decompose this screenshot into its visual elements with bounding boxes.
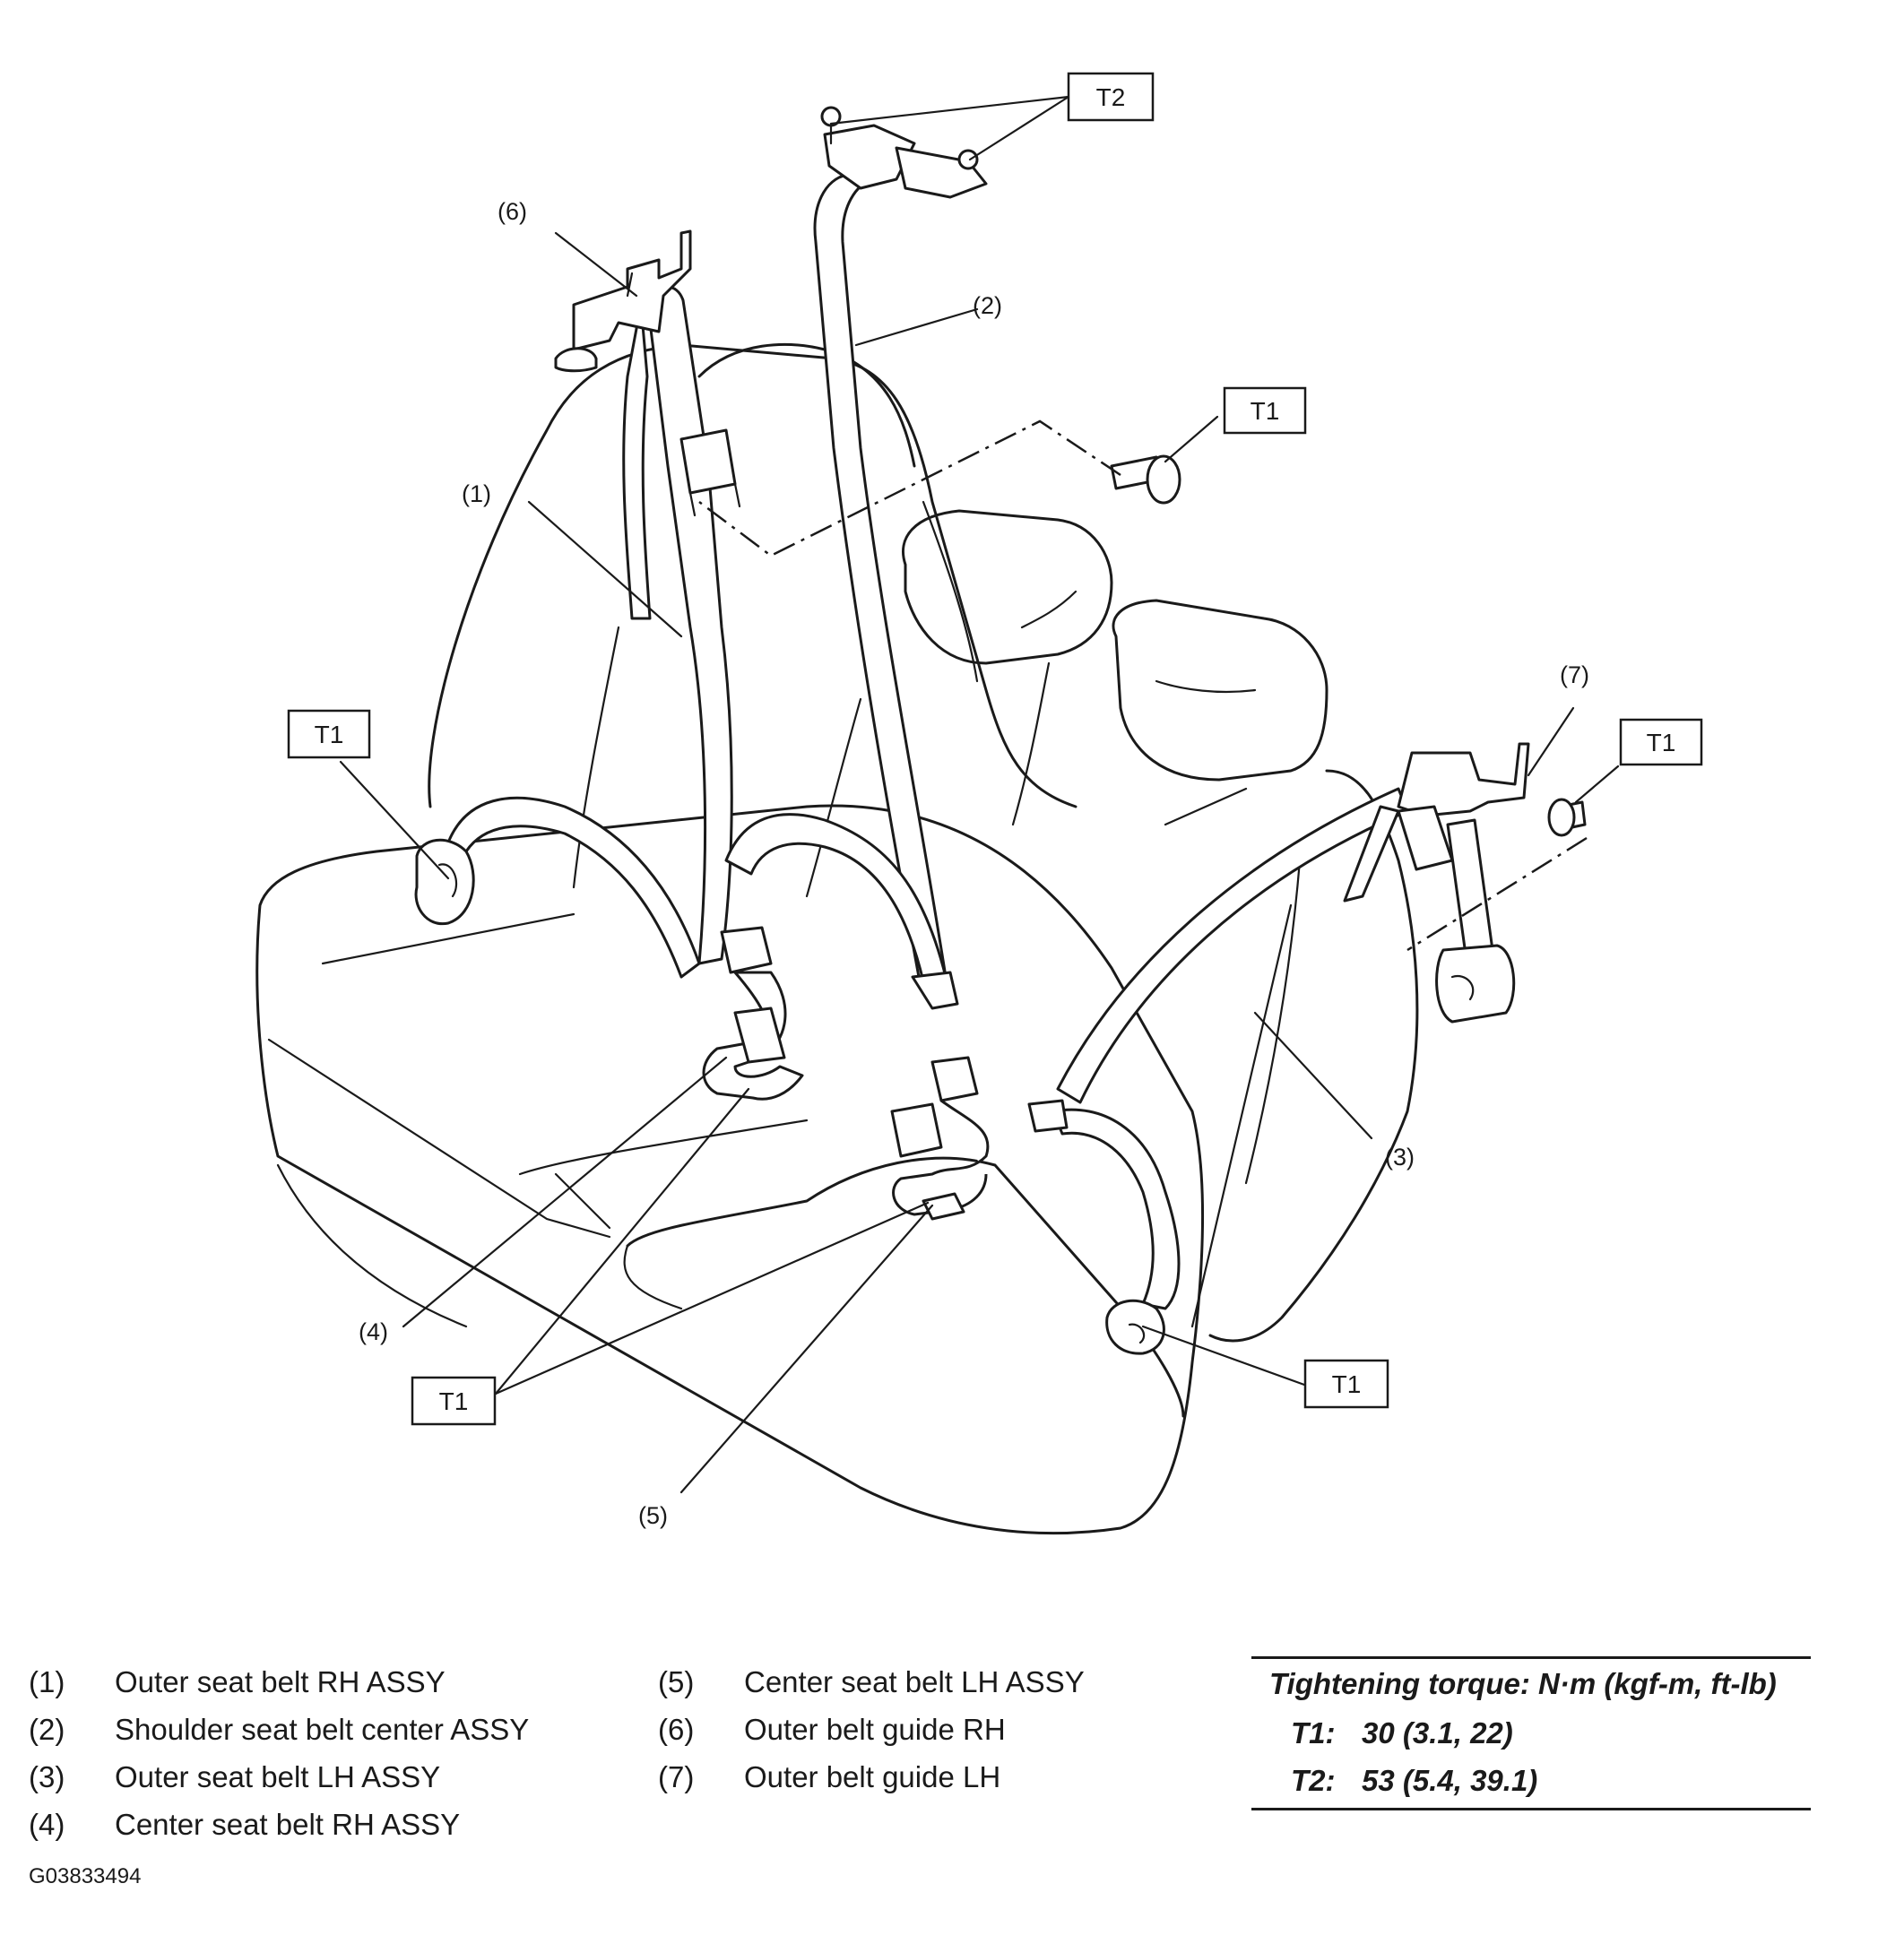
torque-row: T1: 30 (3.1, 22) xyxy=(1251,1709,1811,1757)
legend-item: (3) Outer seat belt LH ASSY xyxy=(29,1753,602,1801)
torque-value: 53 (5.4, 39.1) xyxy=(1362,1764,1538,1797)
svg-text:T2: T2 xyxy=(1096,83,1126,111)
headrest-right xyxy=(1112,599,1328,782)
legend-text: Outer seat belt LH ASSY xyxy=(115,1760,441,1793)
legend-item: (5) Center seat belt LH ASSY xyxy=(658,1658,1124,1706)
bolt-icon xyxy=(1110,454,1181,505)
legend-item: (4) Center seat belt RH ASSY xyxy=(29,1801,602,1848)
shoulder-seat-belt-center xyxy=(724,106,988,1010)
torque-tag-t1: T1 xyxy=(287,709,371,759)
legend-item: (2) Shoulder seat belt center ASSY xyxy=(29,1706,602,1753)
legend-number: (6) xyxy=(658,1713,695,1746)
torque-tag-t2: T2 xyxy=(1067,72,1155,122)
legend-number: (3) xyxy=(29,1760,65,1793)
legend-left: (1) Outer seat belt RH ASSY (2) Shoulder s… xyxy=(29,1658,602,1848)
outer-seat-belt-lh xyxy=(1027,787,1409,1355)
callout-labels: (1) (2) (3) (4) (5) (6) (7) xyxy=(359,198,1589,1529)
divider xyxy=(1251,1808,1811,1810)
legend-number: (7) xyxy=(658,1760,695,1793)
legend-text: Center seat belt LH ASSY xyxy=(744,1665,1085,1698)
legend-text: Outer belt guide RH xyxy=(744,1713,1006,1746)
svg-text:T1: T1 xyxy=(1251,397,1280,425)
legend-number: (2) xyxy=(29,1713,65,1746)
svg-text:T1: T1 xyxy=(439,1387,469,1415)
center-seat-belt-rh xyxy=(702,926,804,1101)
divider xyxy=(1251,1656,1811,1659)
callout-2: (2) xyxy=(973,292,1002,319)
callout-5: (5) xyxy=(638,1502,668,1529)
legend-text: Center seat belt RH ASSY xyxy=(115,1808,461,1841)
torque-key: T2: xyxy=(1291,1764,1336,1797)
torque-tag-t1: T1 xyxy=(1303,1359,1389,1409)
torque-key: T1: xyxy=(1291,1716,1336,1750)
svg-text:T1: T1 xyxy=(1332,1370,1362,1398)
callout-1: (1) xyxy=(462,480,491,507)
torque-heading: Tightening torque: N·m (kgf-m, ft-lb) xyxy=(1269,1667,1777,1700)
legend-number: (5) xyxy=(658,1665,695,1698)
outer-belt-guide-lh xyxy=(1343,742,1530,1024)
seat-cushion xyxy=(255,804,1205,1535)
legend-item: (1) Outer seat belt RH ASSY xyxy=(29,1658,602,1706)
mounting-line xyxy=(698,419,1121,557)
callout-3: (3) xyxy=(1385,1144,1415,1171)
figure-code: G03833494 xyxy=(29,1864,142,1888)
bolt-icon xyxy=(1547,798,1587,837)
torque-value: 30 (3.1, 22) xyxy=(1362,1716,1513,1750)
outer-seat-belt-rh xyxy=(414,285,741,979)
torque-row: T2: 53 (5.4, 39.1) xyxy=(1251,1757,1811,1804)
legend-middle: (5) Center seat belt LH ASSY (6) Outer bel… xyxy=(658,1658,1124,1801)
center-seat-belt-lh xyxy=(890,1056,990,1221)
legend-item: (6) Outer belt guide RH xyxy=(658,1706,1124,1753)
torque-table: Tightening torque: N·m (kgf-m, ft-lb) T1… xyxy=(1251,1656,1811,1810)
legend-text: Shoulder seat belt center ASSY xyxy=(115,1713,530,1746)
headrest-center xyxy=(902,509,1113,826)
seat-belt-exploded-diagram: (1) (2) (3) (4) (5) (6) (7) T2 T1 T1 T1 … xyxy=(255,72,1703,1535)
legend-number: (4) xyxy=(29,1808,65,1841)
legend-number: (1) xyxy=(29,1665,65,1698)
mounting-line xyxy=(1406,836,1588,952)
legend-text: Outer belt guide LH xyxy=(744,1760,1001,1793)
torque-tag-t1: T1 xyxy=(1223,386,1307,435)
svg-text:T1: T1 xyxy=(1647,729,1676,756)
leader-lines xyxy=(339,95,1620,1494)
legend-item: (7) Outer belt guide LH xyxy=(658,1753,1124,1801)
callout-6: (6) xyxy=(498,198,527,225)
legend-text: Outer seat belt RH ASSY xyxy=(115,1665,446,1698)
torque-tag-t1: T1 xyxy=(1619,718,1703,766)
svg-text:T1: T1 xyxy=(315,721,344,748)
outer-belt-guide-rh xyxy=(554,229,692,373)
torque-tag-t1: T1 xyxy=(411,1376,497,1426)
callout-7: (7) xyxy=(1560,661,1589,688)
callout-4: (4) xyxy=(359,1318,388,1345)
